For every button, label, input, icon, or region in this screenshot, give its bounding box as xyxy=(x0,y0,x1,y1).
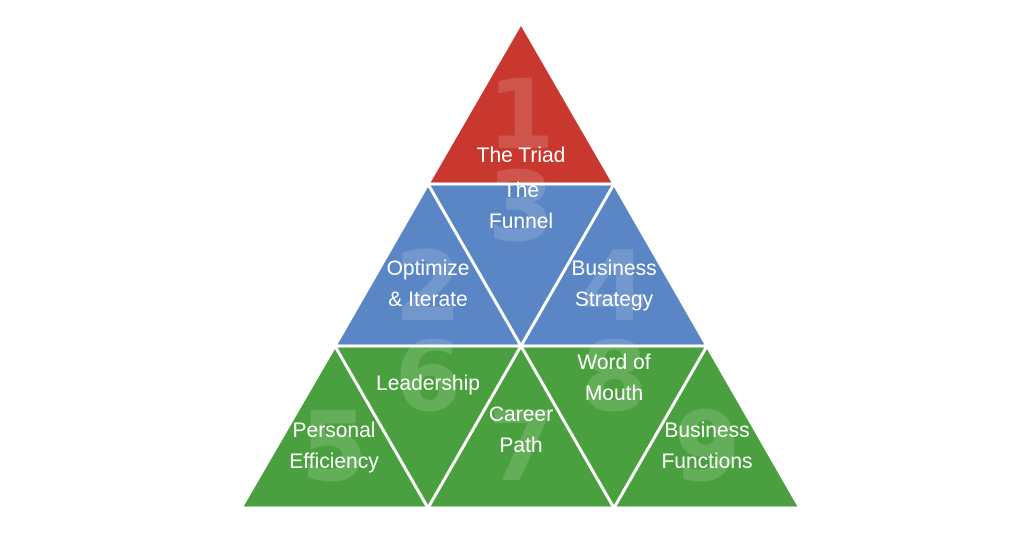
tile-2-number: 2 xyxy=(395,231,462,343)
tile-2-label-line: & Iterate xyxy=(388,288,467,311)
tile-9-number: 9 xyxy=(674,391,741,503)
tile-4-number: 4 xyxy=(581,231,648,343)
tile-5-label-line: Personal xyxy=(293,419,376,442)
tile-7-label-line: Career xyxy=(489,403,553,426)
tile-4-label-line: Strategy xyxy=(575,288,654,311)
tile-3-label-line: Funnel xyxy=(489,210,553,233)
tile-5-label-line: Efficiency xyxy=(289,450,379,473)
tile-3-label-line: The xyxy=(503,179,539,202)
tile-9-label-line: Functions xyxy=(661,450,752,473)
tile-7-label-line: Path xyxy=(499,434,542,457)
tile-9-shape xyxy=(612,344,802,510)
tile-8-label-line: Word of xyxy=(577,351,650,374)
tile-3-number: 3 xyxy=(488,151,555,263)
tile-5-number: 5 xyxy=(301,391,368,503)
tile-6-number: 6 xyxy=(395,321,462,433)
tile-1-number: 1 xyxy=(488,59,555,171)
tile-6-label-line: Leadership xyxy=(376,372,480,395)
tile-4-label-line: Business xyxy=(571,257,656,280)
tile-7-number: 7 xyxy=(488,391,555,503)
tile-8-label-line: Mouth xyxy=(585,382,643,405)
tile-8-number: 8 xyxy=(581,321,648,433)
tile-9-label-line: Business xyxy=(664,419,749,442)
tile-2-label-line: Optimize xyxy=(387,257,470,280)
tile-1-label-line: The Triad xyxy=(477,144,566,167)
